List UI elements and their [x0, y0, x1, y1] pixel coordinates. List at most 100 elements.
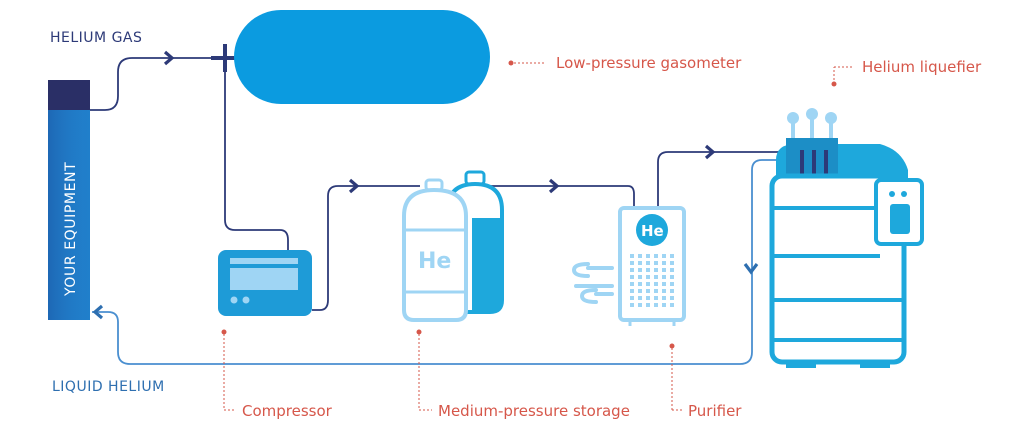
valve-icons	[787, 108, 837, 140]
gasometer-label: Low-pressure gasometer	[556, 54, 742, 72]
callout-dot	[221, 329, 227, 335]
purifier-dot	[670, 275, 674, 279]
purifier-dot	[670, 254, 674, 258]
purifier-dot	[630, 254, 634, 258]
purifier-dot	[630, 289, 634, 293]
he-symbol: He	[418, 249, 451, 274]
purifier-dot	[630, 275, 634, 279]
purifier-dot	[662, 296, 666, 300]
purifier-dot	[646, 275, 650, 279]
purifier-dot	[662, 289, 666, 293]
storage-label: Medium-pressure storage	[438, 402, 630, 420]
purifier-dot	[638, 275, 642, 279]
purifier-dot	[654, 275, 658, 279]
purifier-dot	[646, 303, 650, 307]
gas-line-storage-to-purifier	[470, 185, 635, 208]
purifier-dot	[630, 303, 634, 307]
purifier-dot	[662, 275, 666, 279]
purifier-dot	[638, 282, 642, 286]
compressor-strip	[230, 258, 298, 264]
purifier-dot	[638, 261, 642, 265]
arrow-right-icon	[163, 50, 175, 66]
arrow-down-icon	[743, 263, 759, 275]
equipment-cap	[48, 80, 90, 110]
compressor-screen	[230, 268, 298, 290]
purifier-dot	[654, 282, 658, 286]
purifier-dot	[638, 303, 642, 307]
equipment-gradient	[48, 110, 90, 320]
gas-line-equipment-to-junction	[90, 57, 220, 111]
purifier-he-badge	[636, 214, 668, 246]
purifier-he-symbol: He	[641, 222, 664, 240]
medium-pressure-storage: He	[402, 170, 504, 322]
purifier-dot	[662, 261, 666, 265]
purifier-dot	[646, 254, 650, 258]
purifier-dot	[654, 268, 658, 272]
compressor-label: Compressor	[242, 402, 333, 420]
gas-line-junction-to-compressor	[224, 58, 289, 250]
gas-line-purifier-to-liquefier	[657, 151, 786, 208]
purifier-dot	[646, 296, 650, 300]
your-equipment-label: YOUR EQUIPMENT	[63, 162, 79, 297]
airflow-icon	[571, 262, 614, 304]
purifier-dot	[630, 282, 634, 286]
arrow-right-icon	[348, 178, 360, 194]
purifier-dot	[646, 282, 650, 286]
purifier-dot	[670, 289, 674, 293]
purifier-dot	[646, 289, 650, 293]
liquid-return-path	[92, 159, 786, 365]
arrow-left-icon	[92, 304, 104, 320]
gas-line-compressor-to-storage	[312, 185, 420, 311]
purifier-dot	[646, 268, 650, 272]
purifier-dot	[670, 303, 674, 307]
arrow-right-icon	[704, 144, 716, 160]
purifier-dot	[654, 296, 658, 300]
purifier-dot	[654, 261, 658, 265]
purifier-body	[618, 206, 686, 322]
purifier-dot	[654, 303, 658, 307]
liquefier-label: Helium liquefier	[862, 58, 982, 76]
purifier: He	[571, 206, 686, 326]
purifier-dot	[662, 254, 666, 258]
purifier-dot	[654, 289, 658, 293]
purifier-dot	[670, 282, 674, 286]
liquefier-body	[769, 173, 907, 365]
purifier-dot	[630, 261, 634, 265]
purifier-dot	[662, 268, 666, 272]
storage-bottle-front	[402, 187, 468, 322]
helium-gas-line	[90, 57, 786, 311]
purifier-dot	[638, 254, 642, 258]
purifier-dot	[646, 261, 650, 265]
arrow-right-icon	[548, 178, 560, 194]
purifier-dot	[662, 303, 666, 307]
gas-arrows	[163, 50, 716, 194]
storage-fill	[472, 218, 502, 312]
purifier-dot	[670, 268, 674, 272]
callout-dot	[669, 343, 675, 349]
compressor-led-icon	[230, 296, 238, 304]
purifier-label: Purifier	[688, 402, 742, 420]
purifier-dot	[630, 268, 634, 272]
purifier-dot	[638, 268, 642, 272]
liquid-helium-line	[92, 159, 786, 365]
purifier-grid	[630, 254, 674, 307]
gasometer-tank	[234, 10, 490, 104]
purifier-dot	[670, 296, 674, 300]
callout-dot	[508, 60, 514, 66]
helium-liquefier	[769, 108, 924, 368]
callout-leaders	[221, 60, 852, 411]
gasometer	[234, 10, 490, 104]
liquid-helium-label: LIQUID HELIUM	[52, 379, 165, 395]
helium-gas-label: HELIUM GAS	[50, 30, 142, 46]
liquid-arrows	[92, 263, 759, 320]
purifier-dot	[638, 296, 642, 300]
purifier-dot	[670, 261, 674, 265]
compressor-led-icon	[242, 296, 250, 304]
purifier-dot	[654, 254, 658, 258]
purifier-dot	[662, 282, 666, 286]
compressor	[218, 250, 312, 316]
callout-dot	[416, 329, 422, 335]
purifier-dot	[638, 289, 642, 293]
purifier-dot	[630, 296, 634, 300]
